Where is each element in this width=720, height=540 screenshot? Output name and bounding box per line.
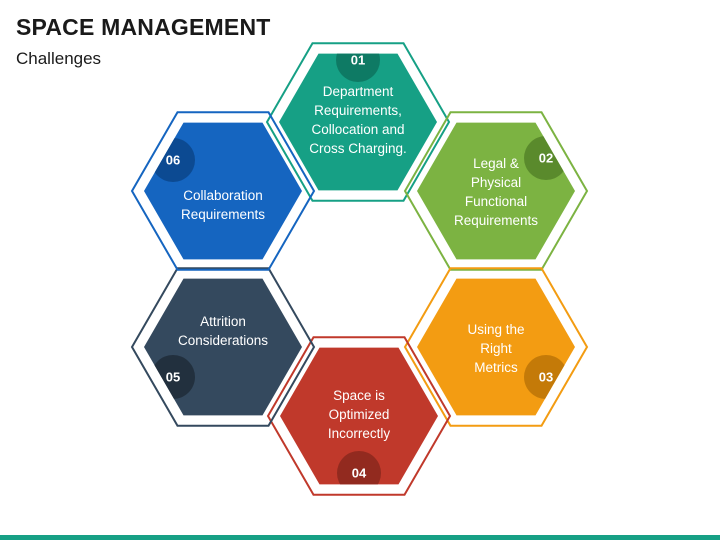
hexagon-text-line: Requirements	[454, 213, 538, 228]
number-badge-04	[337, 451, 381, 485]
hexagon-text-line: Requirements,	[314, 103, 402, 118]
hexagon-fill-02	[417, 122, 575, 260]
hexagon-fill-04	[280, 347, 438, 485]
number-label-05: 05	[166, 370, 180, 385]
hexagon-text-line: Cross Charging.	[309, 141, 407, 156]
hexagon-text-line: Department	[323, 84, 394, 99]
bottom-accent-bar	[0, 535, 720, 540]
hexagon-text-line: Using the	[467, 322, 524, 337]
hexagon-text-line: Requirements	[181, 207, 265, 222]
hexagon-text-line: Functional	[465, 194, 527, 209]
hexagon-text-line: Space is	[333, 388, 385, 403]
hexagon-text-line: Collaboration	[183, 188, 263, 203]
hexagon-text-line: Attrition	[200, 314, 246, 329]
hexagon-outline-01	[265, 42, 451, 202]
hexagon-text-line: Physical	[471, 175, 521, 190]
hexagon-text-line: Collocation and	[311, 122, 404, 137]
page-title: SPACE MANAGEMENT	[16, 14, 271, 40]
hexagon-text-line: Right	[480, 341, 512, 356]
hexagon-text-line: Incorrectly	[328, 426, 391, 441]
number-label-02: 02	[539, 151, 553, 166]
hexagon-text-line: Optimized	[329, 407, 390, 422]
hexagon-text-line: Legal &	[473, 156, 519, 171]
number-label-03: 03	[539, 370, 553, 385]
number-badge-01	[336, 53, 380, 82]
number-label-01: 01	[351, 53, 365, 68]
hexagon-text-line: Metrics	[474, 360, 518, 375]
hexagon-outline-04	[266, 336, 452, 496]
hexagon-outline-03	[403, 267, 589, 427]
number-label-06: 06	[166, 153, 180, 168]
number-label-04: 04	[352, 466, 367, 481]
hexagon-fill-01	[279, 53, 437, 191]
hexagon-outline-06	[130, 111, 316, 271]
page-subtitle: Challenges	[16, 49, 102, 68]
hexagon-text-line: Considerations	[178, 333, 268, 348]
